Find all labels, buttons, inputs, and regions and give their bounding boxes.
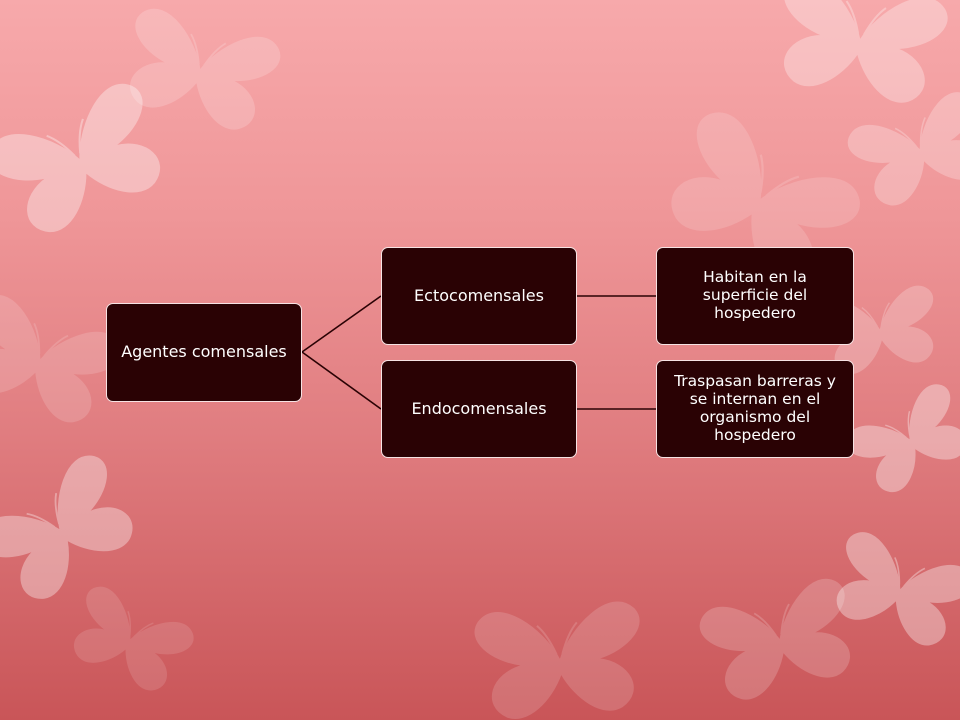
node-ectocomensales: Ectocomensales [381,247,577,345]
node-label: Endocomensales [411,398,547,418]
node-traspasan-barreras: Traspasan barreras y se internan en el o… [656,360,854,458]
node-endocomensales: Endocomensales [381,360,577,458]
node-habitan-superficie: Habitan en la superficie del hospedero [656,247,854,345]
connector-root-ecto [301,295,382,353]
node-label: Traspasan barreras y se internan en el o… [674,372,836,444]
node-label: Agentes comensales [121,342,287,362]
node-agentes-comensales: Agentes comensales [106,303,302,402]
node-label: Habitan en la superficie del hospedero [702,268,808,322]
node-label: Ectocomensales [414,285,544,305]
connector-root-endo [301,351,382,410]
